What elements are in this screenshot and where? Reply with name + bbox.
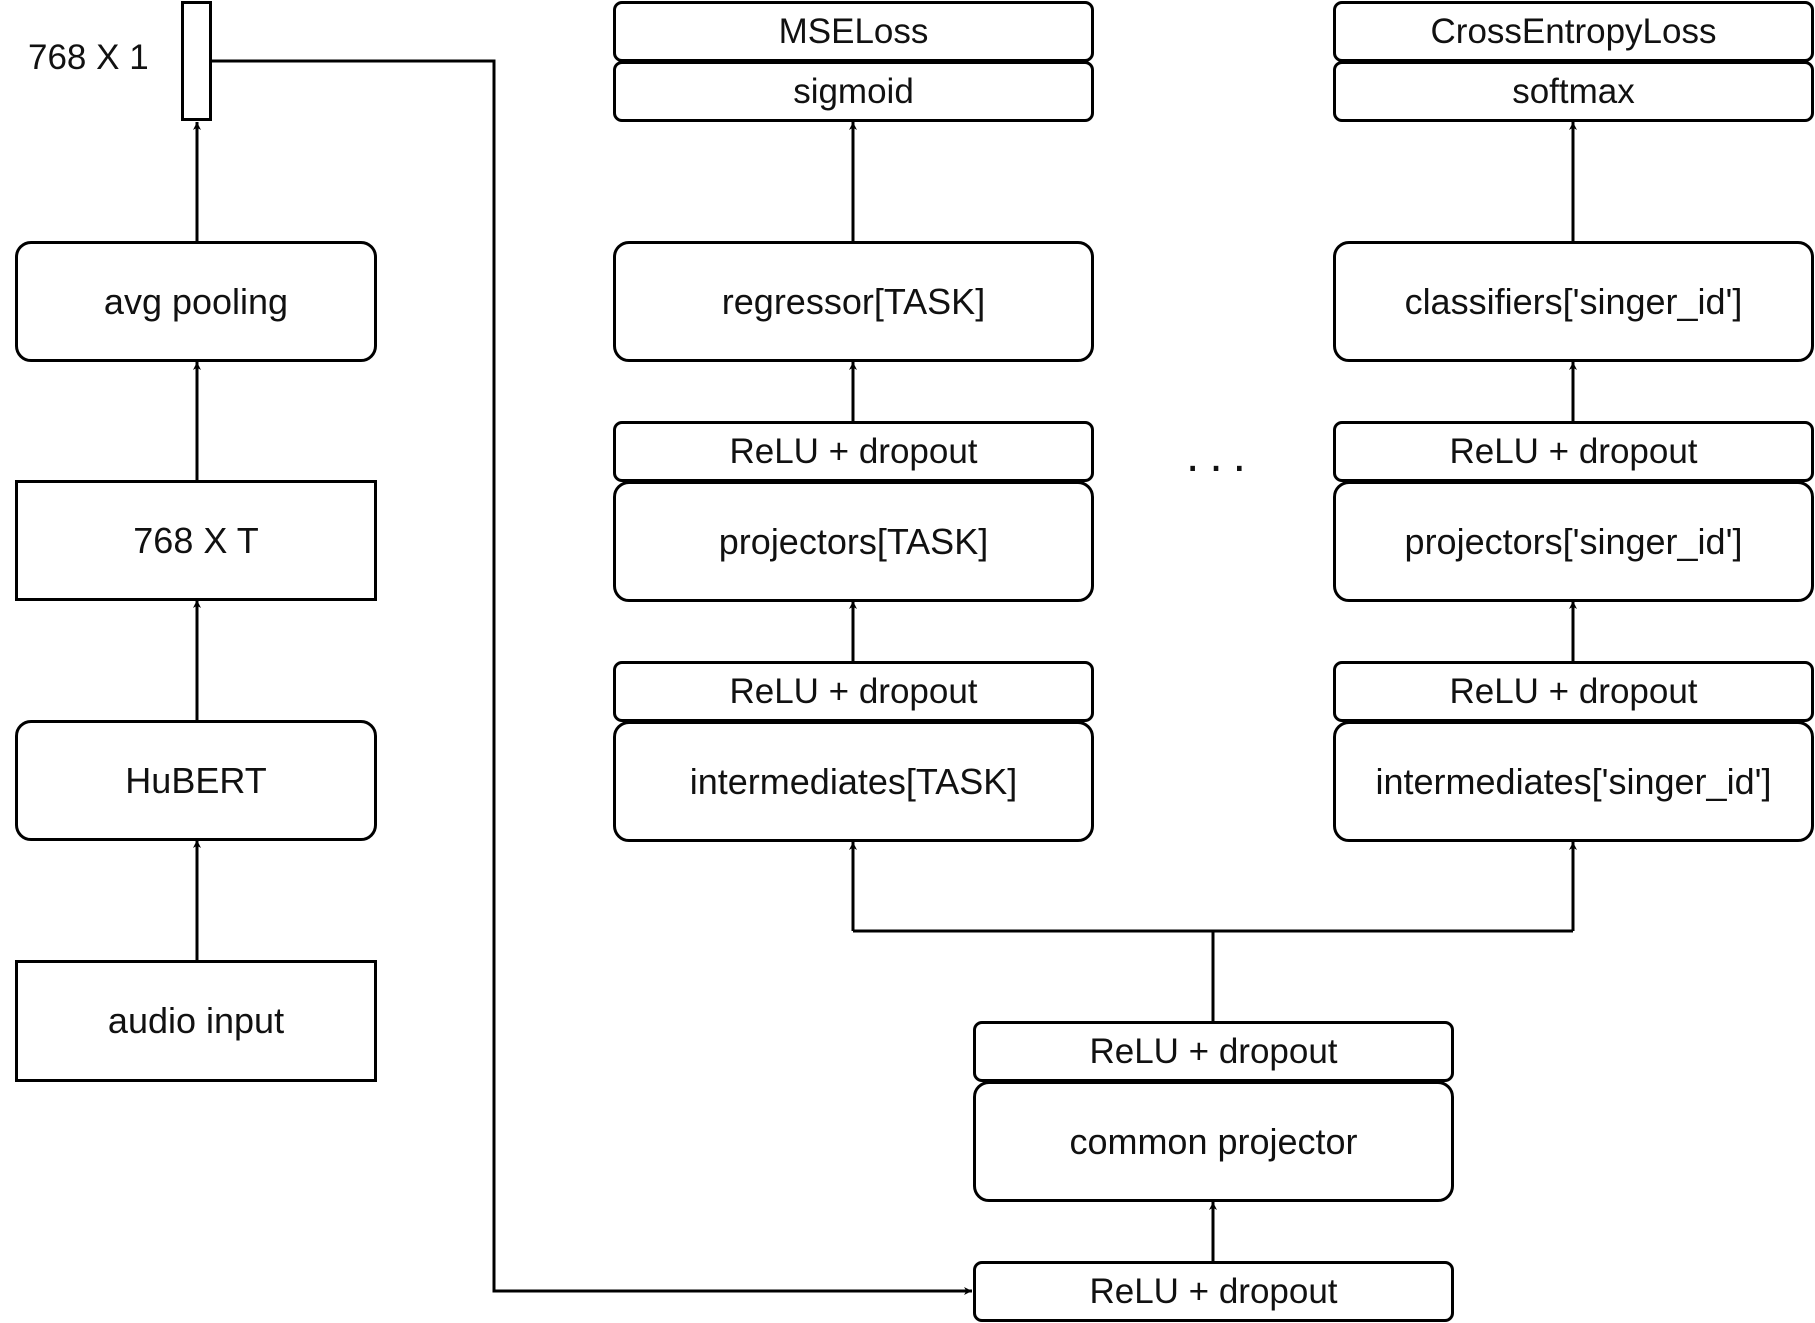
common-relu-dropout-label: ReLU + dropout	[1089, 1031, 1338, 1071]
task-relu-dropout-upper-label: ReLU + dropout	[729, 431, 978, 471]
softmax-label: softmax	[1512, 71, 1635, 111]
cross-entropy-loss-node: CrossEntropyLoss	[1333, 1, 1814, 62]
singer-relu-dropout-upper: ReLU + dropout	[1333, 421, 1814, 482]
singer-relu-dropout-lower: ReLU + dropout	[1333, 661, 1814, 722]
avg-pooling-node: avg pooling	[15, 241, 377, 362]
task-projector-node: projectors[TASK]	[613, 481, 1094, 602]
classifier-label: classifiers['singer_id']	[1404, 280, 1743, 322]
softmax-node: softmax	[1333, 61, 1814, 122]
task-relu-dropout-upper: ReLU + dropout	[613, 421, 1094, 482]
features-dim-label: 768 X T	[133, 519, 259, 561]
singer-relu-dropout-upper-label: ReLU + dropout	[1449, 431, 1698, 471]
common-relu-dropout: ReLU + dropout	[973, 1021, 1454, 1082]
sigmoid-node: sigmoid	[613, 61, 1094, 122]
arrow-output-to-input-relu	[212, 59, 972, 1295]
mse-loss-node: MSELoss	[613, 1, 1094, 62]
sigmoid-label: sigmoid	[793, 71, 914, 111]
branch-ellipsis: ...	[1186, 429, 1257, 482]
task-intermediate-node: intermediates[TASK]	[613, 721, 1094, 842]
singer-projector-label: projectors['singer_id']	[1404, 520, 1743, 562]
input-relu-dropout: ReLU + dropout	[973, 1261, 1454, 1322]
input-relu-dropout-label: ReLU + dropout	[1089, 1271, 1338, 1311]
hubert-node: HuBERT	[15, 720, 377, 841]
singer-intermediate-label: intermediates['singer_id']	[1375, 760, 1772, 802]
task-intermediate-label: intermediates[TASK]	[689, 760, 1018, 802]
cross-entropy-loss-label: CrossEntropyLoss	[1430, 11, 1717, 51]
singer-relu-dropout-lower-label: ReLU + dropout	[1449, 671, 1698, 711]
common-projector-node: common projector	[973, 1081, 1454, 1202]
features-node: 768 X T	[15, 480, 377, 601]
singer-projector-node: projectors['singer_id']	[1333, 481, 1814, 602]
common-projector-label: common projector	[1069, 1120, 1358, 1162]
mse-loss-label: MSELoss	[778, 11, 929, 51]
output-dim-label: 768 X 1	[28, 38, 149, 77]
audio-input-node: audio input	[15, 960, 377, 1082]
audio-input-label: audio input	[107, 1000, 285, 1041]
task-projector-label: projectors[TASK]	[718, 520, 989, 562]
classifier-node: classifiers['singer_id']	[1333, 241, 1814, 362]
avg-pooling-label: avg pooling	[103, 280, 289, 322]
hubert-label: HuBERT	[125, 759, 267, 801]
task-relu-dropout-lower-label: ReLU + dropout	[729, 671, 978, 711]
regressor-node: regressor[TASK]	[613, 241, 1094, 362]
singer-intermediate-node: intermediates['singer_id']	[1333, 721, 1814, 842]
task-relu-dropout-lower: ReLU + dropout	[613, 661, 1094, 722]
output-vector	[181, 1, 212, 121]
regressor-label: regressor[TASK]	[721, 280, 986, 322]
